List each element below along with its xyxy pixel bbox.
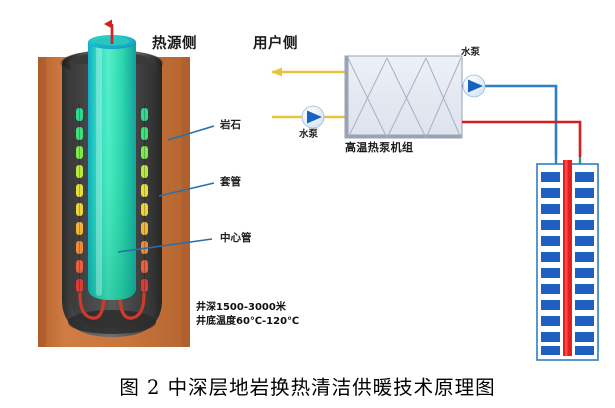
heat-pump-unit: [344, 55, 463, 139]
principle-diagram: [38, 19, 599, 361]
callout-label-center-pipe: 中心管: [220, 232, 252, 244]
user-side-pump[interactable]: [462, 74, 486, 98]
callout-label-casing: 套管: [220, 176, 241, 188]
annulus-flow-arrows-right: [141, 104, 148, 296]
user-side-title: 用户侧: [253, 36, 298, 52]
heat-pump-plant: [271, 55, 582, 157]
figure-caption: 图 2 中深层地岩换热清洁供暖技术原理图: [119, 376, 496, 399]
user-side-pump-label: 水泵: [461, 47, 481, 58]
building-heating-terminal: [536, 157, 599, 361]
user-return-line: [462, 120, 582, 157]
user-supply-line: [462, 84, 558, 157]
well-depth-note: 井深1500-3000米: [196, 302, 286, 313]
heat-exchanger-lattice: [347, 57, 462, 139]
building-floors: [541, 172, 594, 355]
source-side-pump-label: 水泵: [299, 129, 319, 140]
well-bottom-flow: [78, 292, 146, 320]
source-side-pump[interactable]: [301, 105, 325, 129]
annulus-flow-arrows-left: [76, 104, 83, 296]
callout-label-rock: 岩石: [220, 119, 241, 131]
well-cross-section: [38, 19, 215, 347]
heat-source-side-title: 热源侧: [152, 36, 197, 52]
well-bottom-temperature-note: 井底温度60℃-120℃: [196, 316, 300, 327]
heat-pump-unit-label: 高温热泵机组: [345, 141, 414, 154]
well-callout-leaders: [117, 125, 215, 253]
